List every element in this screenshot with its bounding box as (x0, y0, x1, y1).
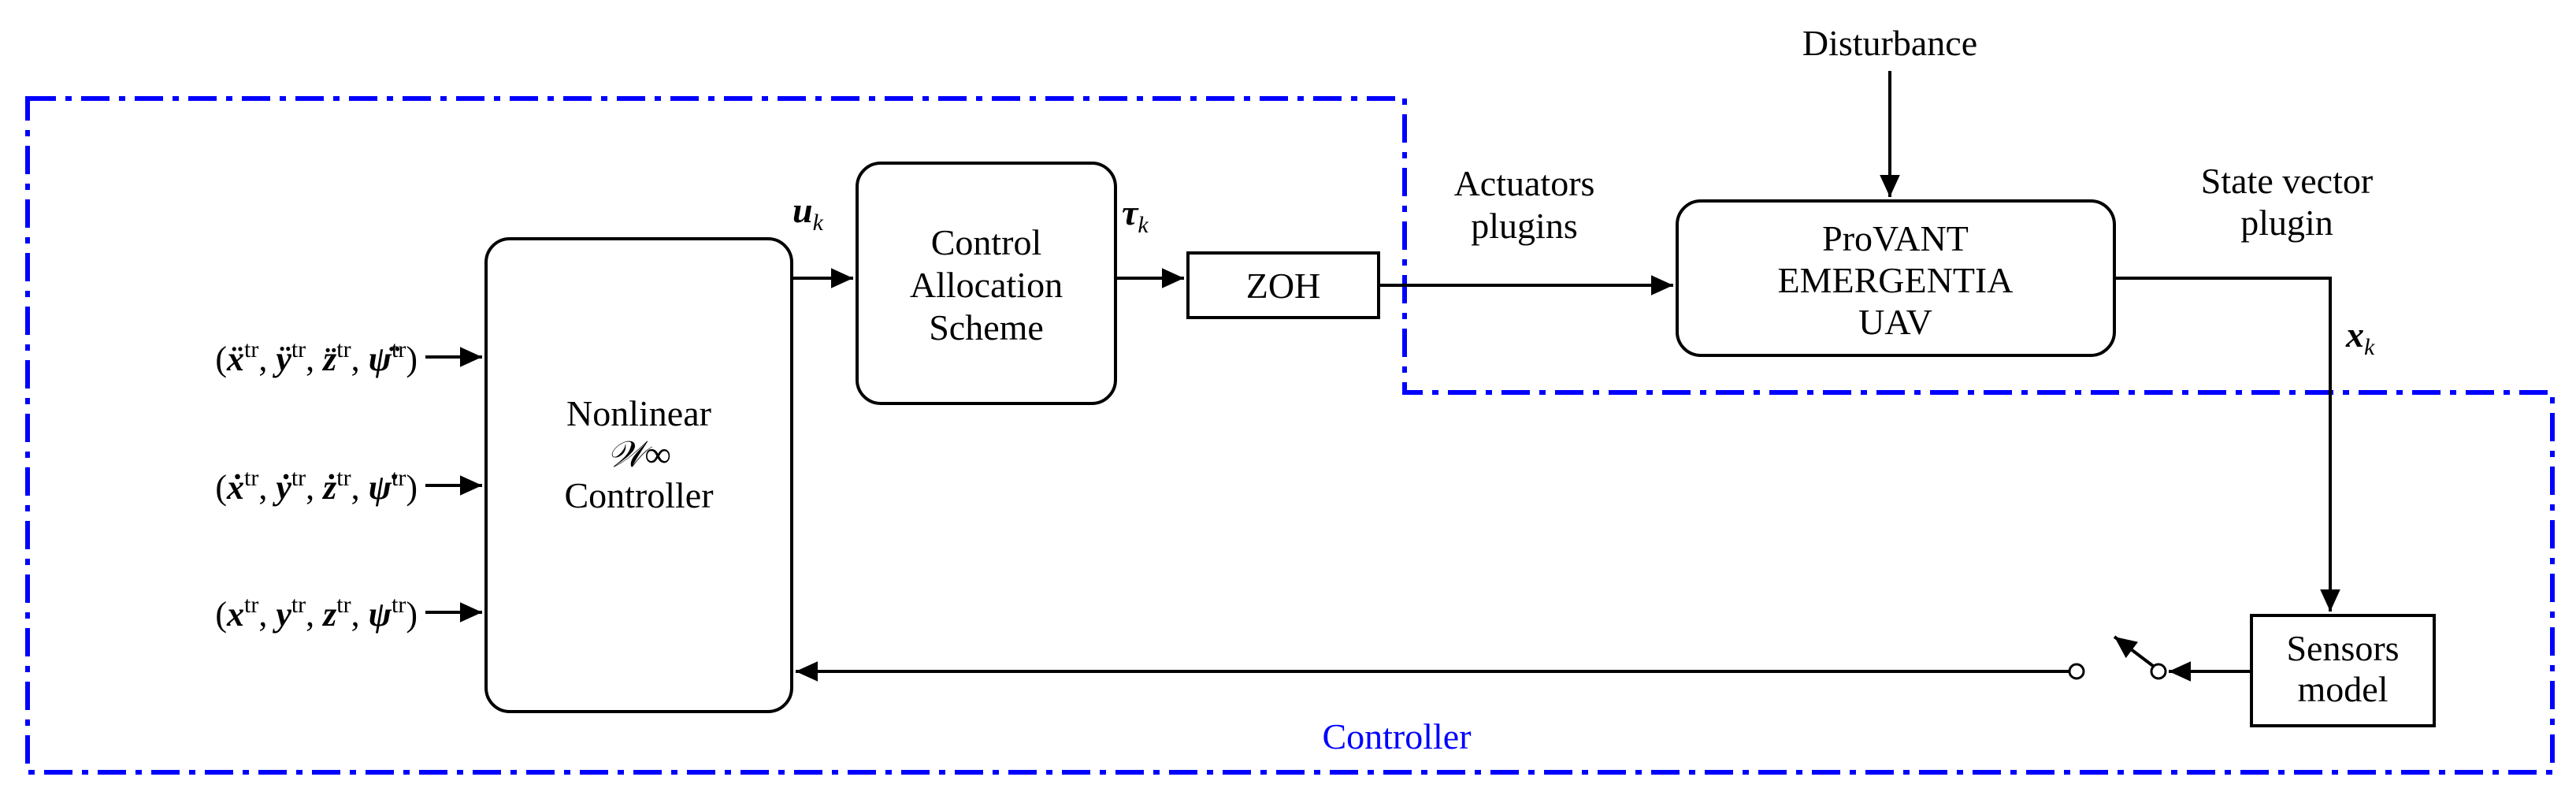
state-vector-line2: plugin (2240, 203, 2333, 243)
switch-contact-left (2068, 663, 2085, 680)
switch-contact-right (2150, 663, 2167, 680)
tau-symbol: τ (1122, 192, 1139, 232)
control-allocation-block (856, 162, 1117, 405)
tau-k-label: τk (1122, 192, 1149, 238)
actuators-line2: plugins (1471, 206, 1577, 246)
zoh-label: ZOH (1246, 266, 1321, 306)
switch-lever (2113, 635, 2155, 667)
u-subscript: k (813, 210, 824, 236)
state-vector-line1: State vector (2201, 161, 2373, 201)
sensors-line1: Sensors (2286, 628, 2399, 668)
u-k-label: uk (792, 190, 824, 236)
nonlinear-controller-block (484, 237, 793, 713)
uav-line3: UAV (1858, 302, 1932, 342)
allocation-line1: Control (931, 222, 1042, 262)
input-label-3: (xtr, ytr, ztr, ψtr) (215, 592, 418, 634)
u-symbol: u (792, 190, 813, 230)
sensors-line2: model (2298, 669, 2389, 709)
uav-line2: EMERGENTIA (1778, 260, 2014, 300)
x-subscript: k (2364, 334, 2375, 360)
uav-line1: ProVANT (1822, 218, 1969, 258)
nonlinear-line1: Nonlinear (566, 393, 711, 433)
nonlinear-line2: 𝒲∞ (607, 434, 670, 474)
allocation-line3: Scheme (929, 307, 1044, 348)
actuators-line1: Actuators (1454, 163, 1595, 203)
allocation-line2: Allocation (910, 265, 1063, 305)
state-vector-arrow (2114, 277, 2340, 612)
input-label-1: (ẍtr, ÿtr, z̈tr, ψ̈tr) (215, 336, 418, 378)
disturbance-label: Disturbance (1802, 23, 1977, 63)
tau-subscript: k (1138, 212, 1149, 238)
controller-boundary (25, 96, 2555, 775)
x-symbol: x (2345, 314, 2364, 355)
input-label-2: (ẋtr, ẏtr, żtr, ψ̇tr) (215, 465, 418, 507)
controller-label: Controller (1322, 716, 1471, 757)
x-k-label: xk (2345, 314, 2375, 360)
sensors-model-block (2250, 614, 2436, 727)
nonlinear-line3: Controller (564, 475, 713, 515)
